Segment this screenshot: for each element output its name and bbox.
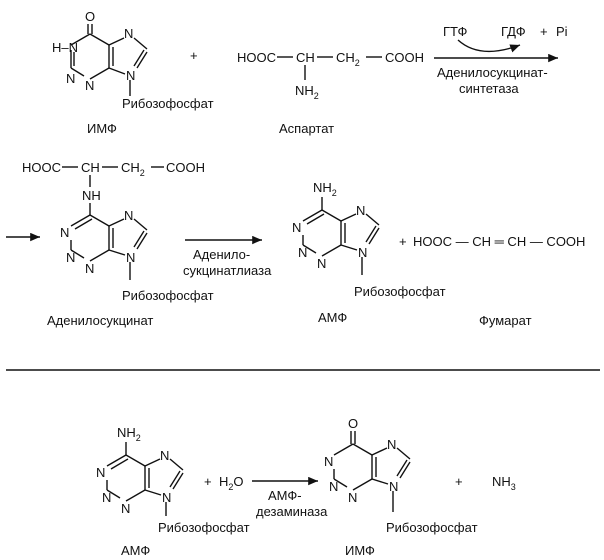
enzyme2-line1: Аденило- bbox=[193, 247, 250, 262]
imp-name-label-3: ИМФ bbox=[345, 543, 375, 558]
adenylosuccinate-cooh: COOH bbox=[166, 160, 205, 175]
imp1-o-label: O bbox=[85, 9, 95, 24]
amp2-ribose: Рибозофосфат bbox=[354, 284, 446, 299]
adenylosuccinate-ch2: CH2 bbox=[121, 160, 145, 178]
amp3-n9: N bbox=[162, 490, 171, 505]
plus-water: + bbox=[204, 474, 212, 489]
adenylosuccinate-n9: N bbox=[126, 250, 135, 265]
enzyme2-line2: сукцинатлиаза bbox=[183, 263, 272, 278]
adenylosuccinate-n-ring: N bbox=[85, 261, 94, 276]
fumarate-formula: HOOC — CH ═ CH — COOH bbox=[413, 234, 585, 249]
amp2-n7: N bbox=[356, 203, 365, 218]
imp3-n1: N bbox=[324, 454, 333, 469]
adenylosuccinate-hooc: HOOC bbox=[22, 160, 61, 175]
adenylosuccinate-purine bbox=[70, 214, 148, 280]
water-label: H2O bbox=[219, 474, 244, 492]
amp-name-label-2: АМФ bbox=[318, 310, 347, 325]
imp1-n9-label: N bbox=[126, 68, 135, 83]
adenylosuccinate-n7: N bbox=[124, 208, 133, 223]
enzyme3-line2: дезаминаза bbox=[256, 504, 328, 519]
plus-sign-1: + bbox=[190, 48, 198, 63]
imp3-n7: N bbox=[387, 437, 396, 452]
cofactor-plus: + bbox=[540, 24, 548, 39]
imp-name-label: ИМФ bbox=[87, 121, 117, 136]
amp3-ribose: Рибозофосфат bbox=[158, 520, 250, 535]
amp3-n3: N bbox=[102, 490, 111, 505]
imp3-n-ring: N bbox=[348, 490, 357, 505]
enzyme1-line1: Аденилосукцинат- bbox=[437, 65, 548, 80]
imp1-n3-label: N bbox=[66, 71, 75, 86]
imp3-structure bbox=[333, 431, 411, 512]
pi-label: Pi bbox=[556, 24, 568, 39]
aspartate-cooh: COOH bbox=[385, 50, 424, 65]
gdp-label: ГДФ bbox=[501, 24, 526, 39]
aspartate-nh2: NH2 bbox=[295, 83, 319, 101]
ammonia-label: NH3 bbox=[492, 474, 516, 492]
imp3-n3: N bbox=[329, 479, 338, 494]
imp3-n9: N bbox=[389, 479, 398, 494]
amp3-n7: N bbox=[160, 448, 169, 463]
gtp-label: ГТФ bbox=[443, 24, 468, 39]
imp1-n7-label: N bbox=[124, 26, 133, 41]
fumarate-name-label: Фумарат bbox=[479, 313, 532, 328]
amp2-n9: N bbox=[358, 245, 367, 260]
enzyme1-line2: синтетаза bbox=[459, 81, 519, 96]
adenylosuccinate-n3: N bbox=[66, 250, 75, 265]
imp3-o-label: O bbox=[348, 416, 358, 431]
amp3-n1: N bbox=[96, 465, 105, 480]
aspartate-hooc: HOOC bbox=[237, 50, 276, 65]
plus-sign-2: + bbox=[399, 234, 407, 249]
adenylosuccinate-n1: N bbox=[60, 225, 69, 240]
adenylosuccinate-name-label: Аденилосукцинат bbox=[47, 313, 153, 328]
amp2-nh2: NH2 bbox=[313, 180, 337, 198]
imp1-n-ring-label: N bbox=[85, 78, 94, 93]
aspartate-ch2: CH2 bbox=[336, 50, 360, 68]
amp3-n-ring: N bbox=[121, 501, 130, 516]
imp1-hn-label: H–N bbox=[52, 40, 78, 55]
adenylosuccinate-ch: CH bbox=[81, 160, 100, 175]
amp3-nh2: NH2 bbox=[117, 425, 141, 443]
amp2-n3: N bbox=[298, 245, 307, 260]
imp3-ribose: Рибозофосфат bbox=[386, 520, 478, 535]
plus-ammonia: + bbox=[455, 474, 463, 489]
amp2-n-ring: N bbox=[317, 256, 326, 271]
adenylosuccinate-ribose: Рибозофосфат bbox=[122, 288, 214, 303]
enzyme3-line1: АМФ- bbox=[268, 488, 302, 503]
amp-name-label-3: АМФ bbox=[121, 543, 150, 558]
amp3-purine bbox=[106, 454, 184, 516]
aspartate-name-label: Аспартат bbox=[279, 121, 334, 136]
imp-structure-1 bbox=[70, 24, 148, 96]
amp2-n1: N bbox=[292, 220, 301, 235]
adenylosuccinate-nh: NH bbox=[82, 188, 101, 203]
imp1-ribose-label: Рибозофосфат bbox=[122, 96, 214, 111]
amp2-purine bbox=[302, 209, 380, 275]
aspartate-ch: CH bbox=[296, 50, 315, 65]
